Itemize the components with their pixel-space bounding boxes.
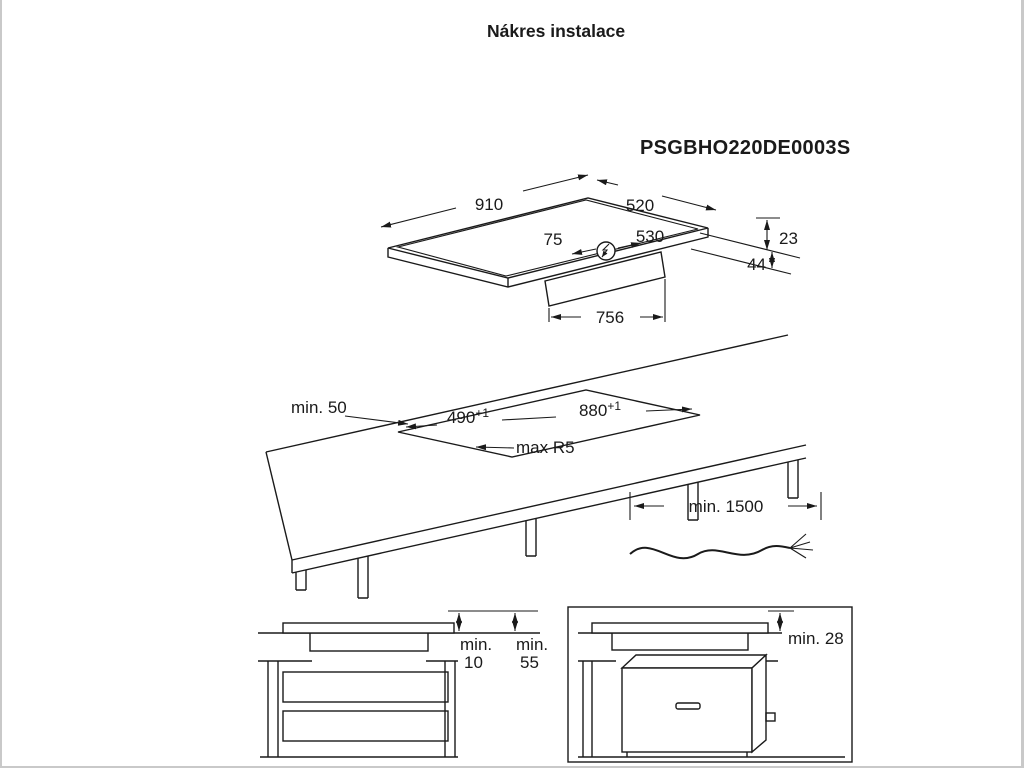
cable-curve xyxy=(629,545,791,560)
drawer-clearance-drawing: min. 10 min. 55 xyxy=(258,610,548,758)
page-title: Nákres instalace xyxy=(487,21,626,41)
hob-isometric-drawing: 756 75 530 910 520 23 44 xyxy=(380,174,801,327)
dim-44-label: 44 xyxy=(747,255,766,274)
hob-glass-section xyxy=(282,622,455,634)
hob-body-section xyxy=(309,632,429,652)
drawer-front-1 xyxy=(282,671,449,703)
dim-min55-label-min: min. xyxy=(516,635,548,654)
drawer-front-2 xyxy=(282,710,449,742)
oven-clearance-drawing: min. 28 xyxy=(567,606,853,763)
oven-latch xyxy=(765,712,776,722)
dim-min50-label: min. 50 xyxy=(291,398,347,417)
dim-490-label: 490+1 xyxy=(447,406,489,427)
dim-cable-length-label: min. 1500 xyxy=(689,497,764,516)
power-cable-drawing: min. 1500 xyxy=(629,492,822,560)
oven-handle xyxy=(675,702,701,710)
dim-min28-label: min. 28 xyxy=(788,629,844,648)
dim-520-label: 520 xyxy=(626,196,654,215)
oven-box xyxy=(620,653,776,757)
cabinet-sides xyxy=(260,661,458,758)
power-connection-icon xyxy=(596,241,616,261)
hob-glass-thickness xyxy=(387,228,709,288)
dim-23-label: 23 xyxy=(779,229,798,248)
dim-756-extension-lines xyxy=(548,279,666,322)
model-code-label: PSGBHO220DE0003S xyxy=(640,137,851,159)
page-edge-left xyxy=(0,0,2,768)
dim-min10-label-min: min. xyxy=(460,635,492,654)
hob-glass-inner-edge xyxy=(395,199,699,277)
dim-maxR5-label: max R5 xyxy=(516,438,575,457)
dim-min10-label-value: 10 xyxy=(464,653,483,672)
oven-diagram-border xyxy=(567,606,853,763)
cutout-opening xyxy=(397,389,701,458)
dim-910-label: 910 xyxy=(475,195,503,214)
page-edge-right xyxy=(1021,0,1024,768)
hob-body-section-oven xyxy=(611,632,749,651)
dim-530-label: 530 xyxy=(636,227,664,246)
hob-housing-box xyxy=(544,251,666,307)
dim-756-label: 756 xyxy=(596,308,624,327)
worktop-legs xyxy=(295,460,799,599)
worktop-cutout-drawing: min. 50 490+1 880+1 max R5 xyxy=(265,334,807,599)
dim-75-label: 75 xyxy=(544,230,563,249)
dim-880-label: 880+1 xyxy=(579,399,621,420)
oven-cabinet-side xyxy=(578,661,845,758)
cable-wire-ends xyxy=(789,533,814,559)
hob-glass-section-oven xyxy=(591,622,769,634)
dim-min55-label-value: 55 xyxy=(520,653,539,672)
page-edge-bottom xyxy=(0,766,1024,768)
